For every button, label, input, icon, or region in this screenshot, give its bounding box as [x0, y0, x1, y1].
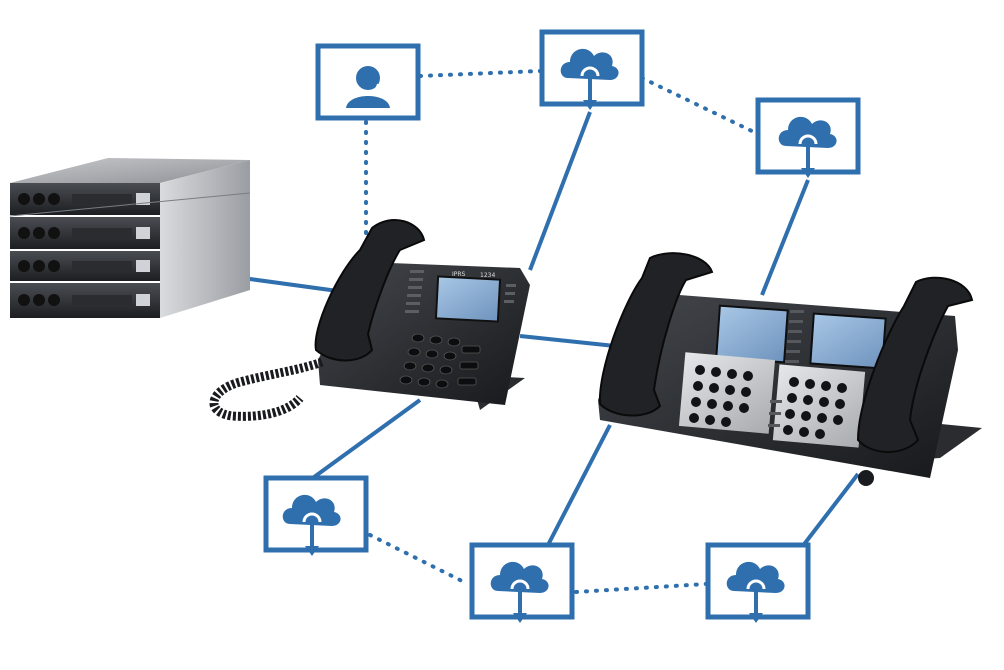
dotted-links	[364, 69, 760, 594]
console-keypad-right	[783, 377, 847, 439]
dotted-cloud-top-cloud-right	[640, 76, 760, 136]
console-screen-right	[809, 312, 887, 370]
console-keypad-left	[689, 365, 753, 427]
link-desk-phone-cloud-bottom-left	[308, 398, 422, 482]
desk-phone: IPRS 1234	[209, 219, 530, 421]
dotted-agent-cloud-top	[418, 69, 542, 78]
server-unit-3	[10, 251, 160, 281]
cloud-bottom-right-monitor	[708, 545, 808, 625]
server-unit-1	[10, 183, 160, 215]
desk-phone-screen-label-right: 1234	[480, 272, 495, 279]
desk-phone-screen	[434, 275, 502, 323]
server-side	[160, 160, 250, 318]
link-console-cloud-bottom-mid	[546, 424, 612, 546]
console-handset-left	[598, 252, 714, 417]
solid-links	[227, 111, 860, 549]
desk-phone-side-keys	[405, 270, 516, 313]
link-console-cloud-bottom-right	[800, 472, 860, 549]
cloud-bottom-left-monitor	[266, 478, 366, 558]
server-top	[10, 158, 250, 183]
link-desk-phone-console	[519, 334, 616, 348]
console-phone	[598, 252, 982, 486]
console-microphone	[858, 470, 874, 486]
cloud-top-monitor	[542, 32, 642, 112]
link-console-cloud-right	[760, 179, 810, 296]
desk-phone-cord	[209, 357, 324, 421]
console-center-keys	[768, 310, 804, 427]
server-unit-4	[10, 283, 160, 318]
dotted-bm-br	[574, 582, 708, 594]
agent-monitor	[318, 46, 418, 118]
console-screen-left	[715, 304, 789, 364]
headset-agent-icon	[346, 62, 390, 108]
console-handset-right	[856, 276, 974, 453]
desk-phone-keypad	[399, 333, 481, 389]
link-desk-phone-cloud-top	[528, 111, 592, 271]
cloud-bottom-mid-monitor	[472, 545, 572, 625]
desk-phone-screen-label-left: IPRS	[452, 271, 466, 278]
dotted-bl-bm	[368, 533, 468, 585]
cloud-right-monitor	[758, 100, 858, 180]
server-stack	[9, 158, 251, 318]
desk-phone-handset	[314, 219, 426, 362]
server-unit-2	[10, 217, 160, 249]
